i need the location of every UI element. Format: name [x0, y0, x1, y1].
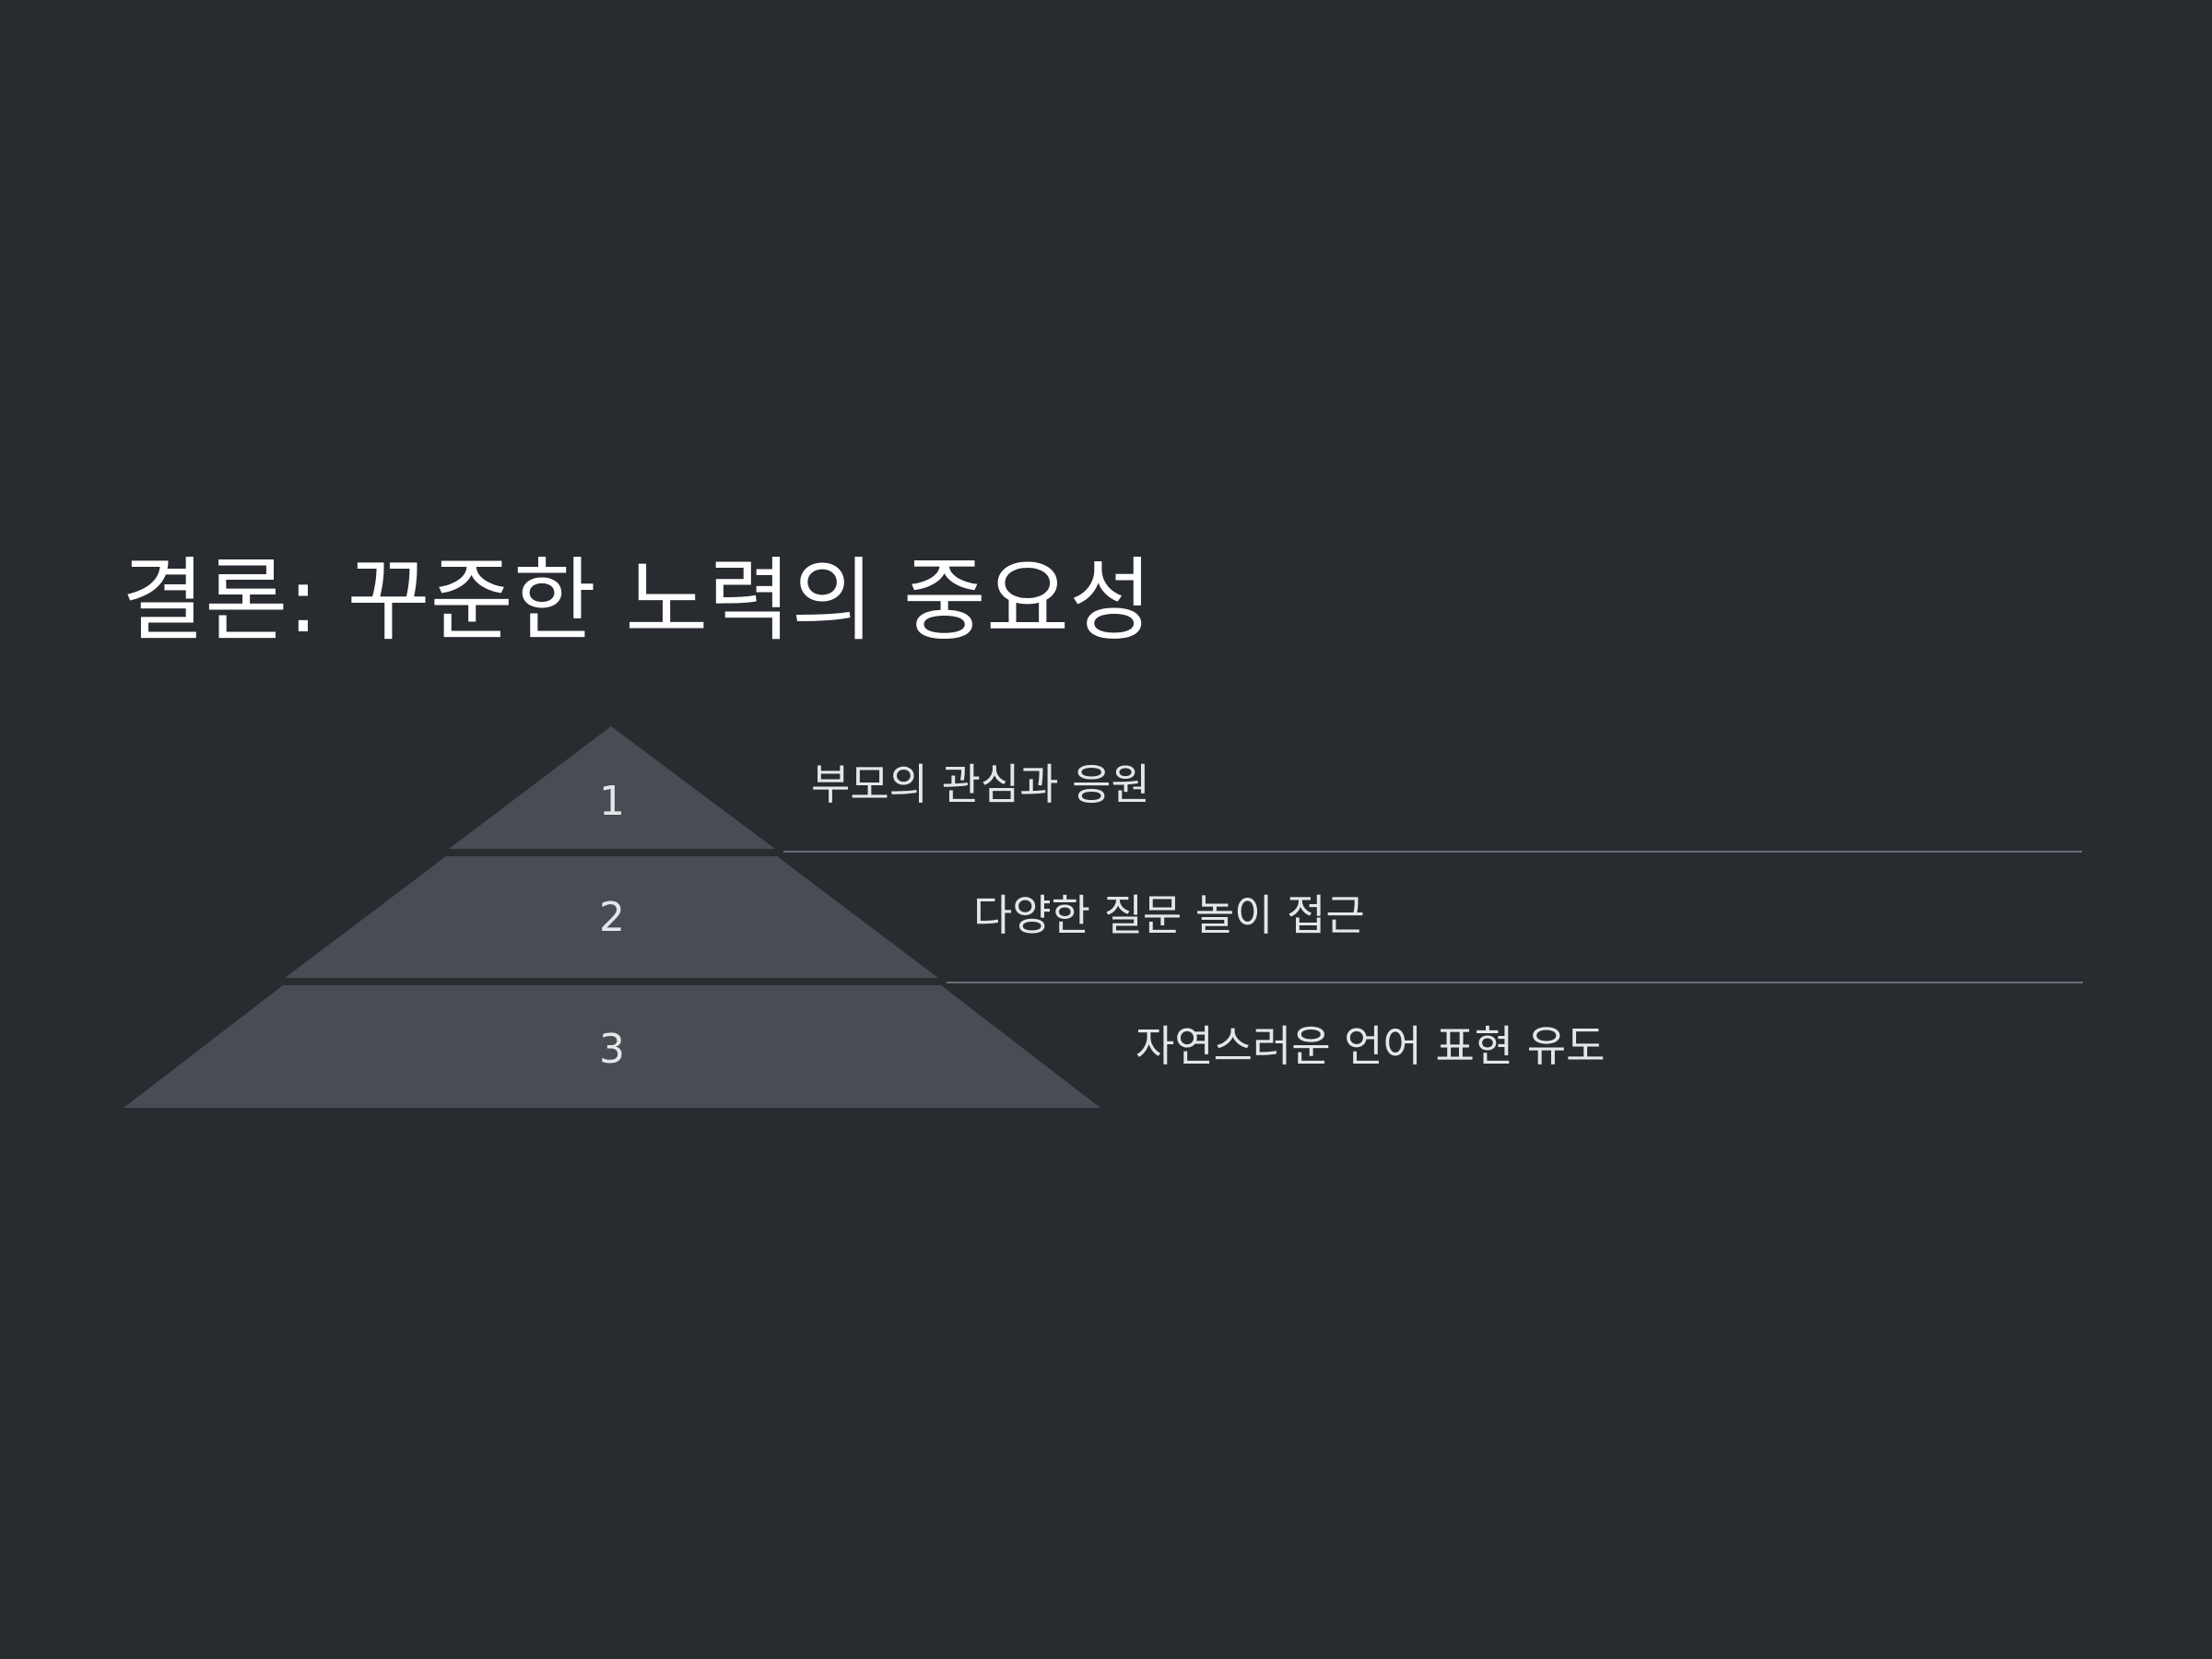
pyramid-tier-2 [285, 856, 938, 978]
tier-label-3: 자연스러운 언어 표현 유도 [1135, 1021, 1606, 1071]
tier-number-1: 1 [599, 778, 625, 825]
tier-label-2: 다양한 질문 놀이 접근 [973, 890, 1365, 940]
pyramid-tier-3 [124, 985, 1100, 1108]
tier-number-3: 3 [599, 1026, 625, 1073]
tier-number-2: 2 [599, 894, 625, 941]
slide-title: 결론: 꾸준한 노력의 중요성 [122, 548, 1153, 653]
tier-label-1: 부모의 관심과 응원 [811, 759, 1150, 809]
pyramid-tier-1 [449, 726, 775, 849]
